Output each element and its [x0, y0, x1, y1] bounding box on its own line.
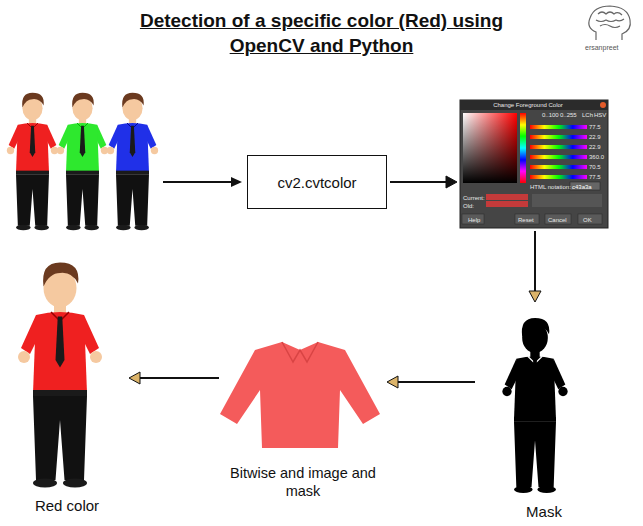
man-figure	[57, 93, 108, 231]
shirt-shape	[220, 342, 380, 448]
dialog-text: LCh	[582, 112, 593, 118]
dialog-text: 22.9	[589, 134, 601, 140]
dialog-text: 77.5	[589, 174, 601, 180]
dialog-text: Change Foreground Color	[460, 102, 596, 108]
dialog-text: 0..100	[542, 112, 559, 118]
man-figure	[107, 93, 158, 231]
dialog-text: 70.5	[589, 164, 601, 170]
flow-arrow	[529, 231, 541, 302]
figure-node: Bitwise and image and mask	[222, 338, 384, 520]
dialog-text: Current:	[463, 195, 485, 201]
dialog-text: Old:	[463, 203, 474, 209]
dialog-text: 360.0	[589, 154, 604, 160]
dialog-text: 22.9	[589, 144, 601, 150]
shirt-collar	[282, 342, 318, 362]
man-figure	[7, 93, 58, 231]
flow-arrow	[387, 376, 475, 388]
figure-node: Red color	[8, 255, 126, 520]
figure-node: Mask	[478, 305, 610, 523]
node-text: Mask	[484, 503, 604, 522]
node-text: Bitwise and image and mask	[228, 464, 378, 500]
red-man-figure	[18, 263, 102, 488]
dialog-text: 77.5	[589, 124, 601, 130]
logo-text: ersanpreet	[585, 44, 618, 51]
node-text: cv2.cvtcolor	[277, 174, 356, 191]
node-text: Red color	[12, 497, 122, 516]
dialog-text: c43a3a	[572, 184, 592, 190]
process-box: cv2.cvtcolor	[247, 155, 387, 209]
title-text: Detection of a specific color (Red) usin…	[132, 8, 512, 58]
dialog-text: HSV	[594, 112, 606, 118]
logo-icon	[589, 6, 630, 40]
dialog-text: HTML notation:	[530, 184, 571, 190]
color-dialog-node: Change Foreground Color 0..1000..255 LChHS…	[460, 100, 608, 228]
dialog-text: Cancel	[548, 217, 567, 223]
dialog-text: OK	[583, 217, 592, 223]
dialog-text: Help	[468, 217, 480, 223]
mask-figure	[502, 318, 567, 493]
arrow-line	[163, 181, 232, 183]
arrow-head	[231, 177, 242, 187]
flow-arrow	[129, 372, 219, 384]
flow-arrow	[390, 176, 457, 188]
dialog-text: 0..255	[560, 112, 577, 118]
dialog-text: Reset	[518, 217, 534, 223]
title: Detection of a specific color (Red) usin…	[0, 8, 643, 58]
color-dialog	[460, 100, 608, 228]
